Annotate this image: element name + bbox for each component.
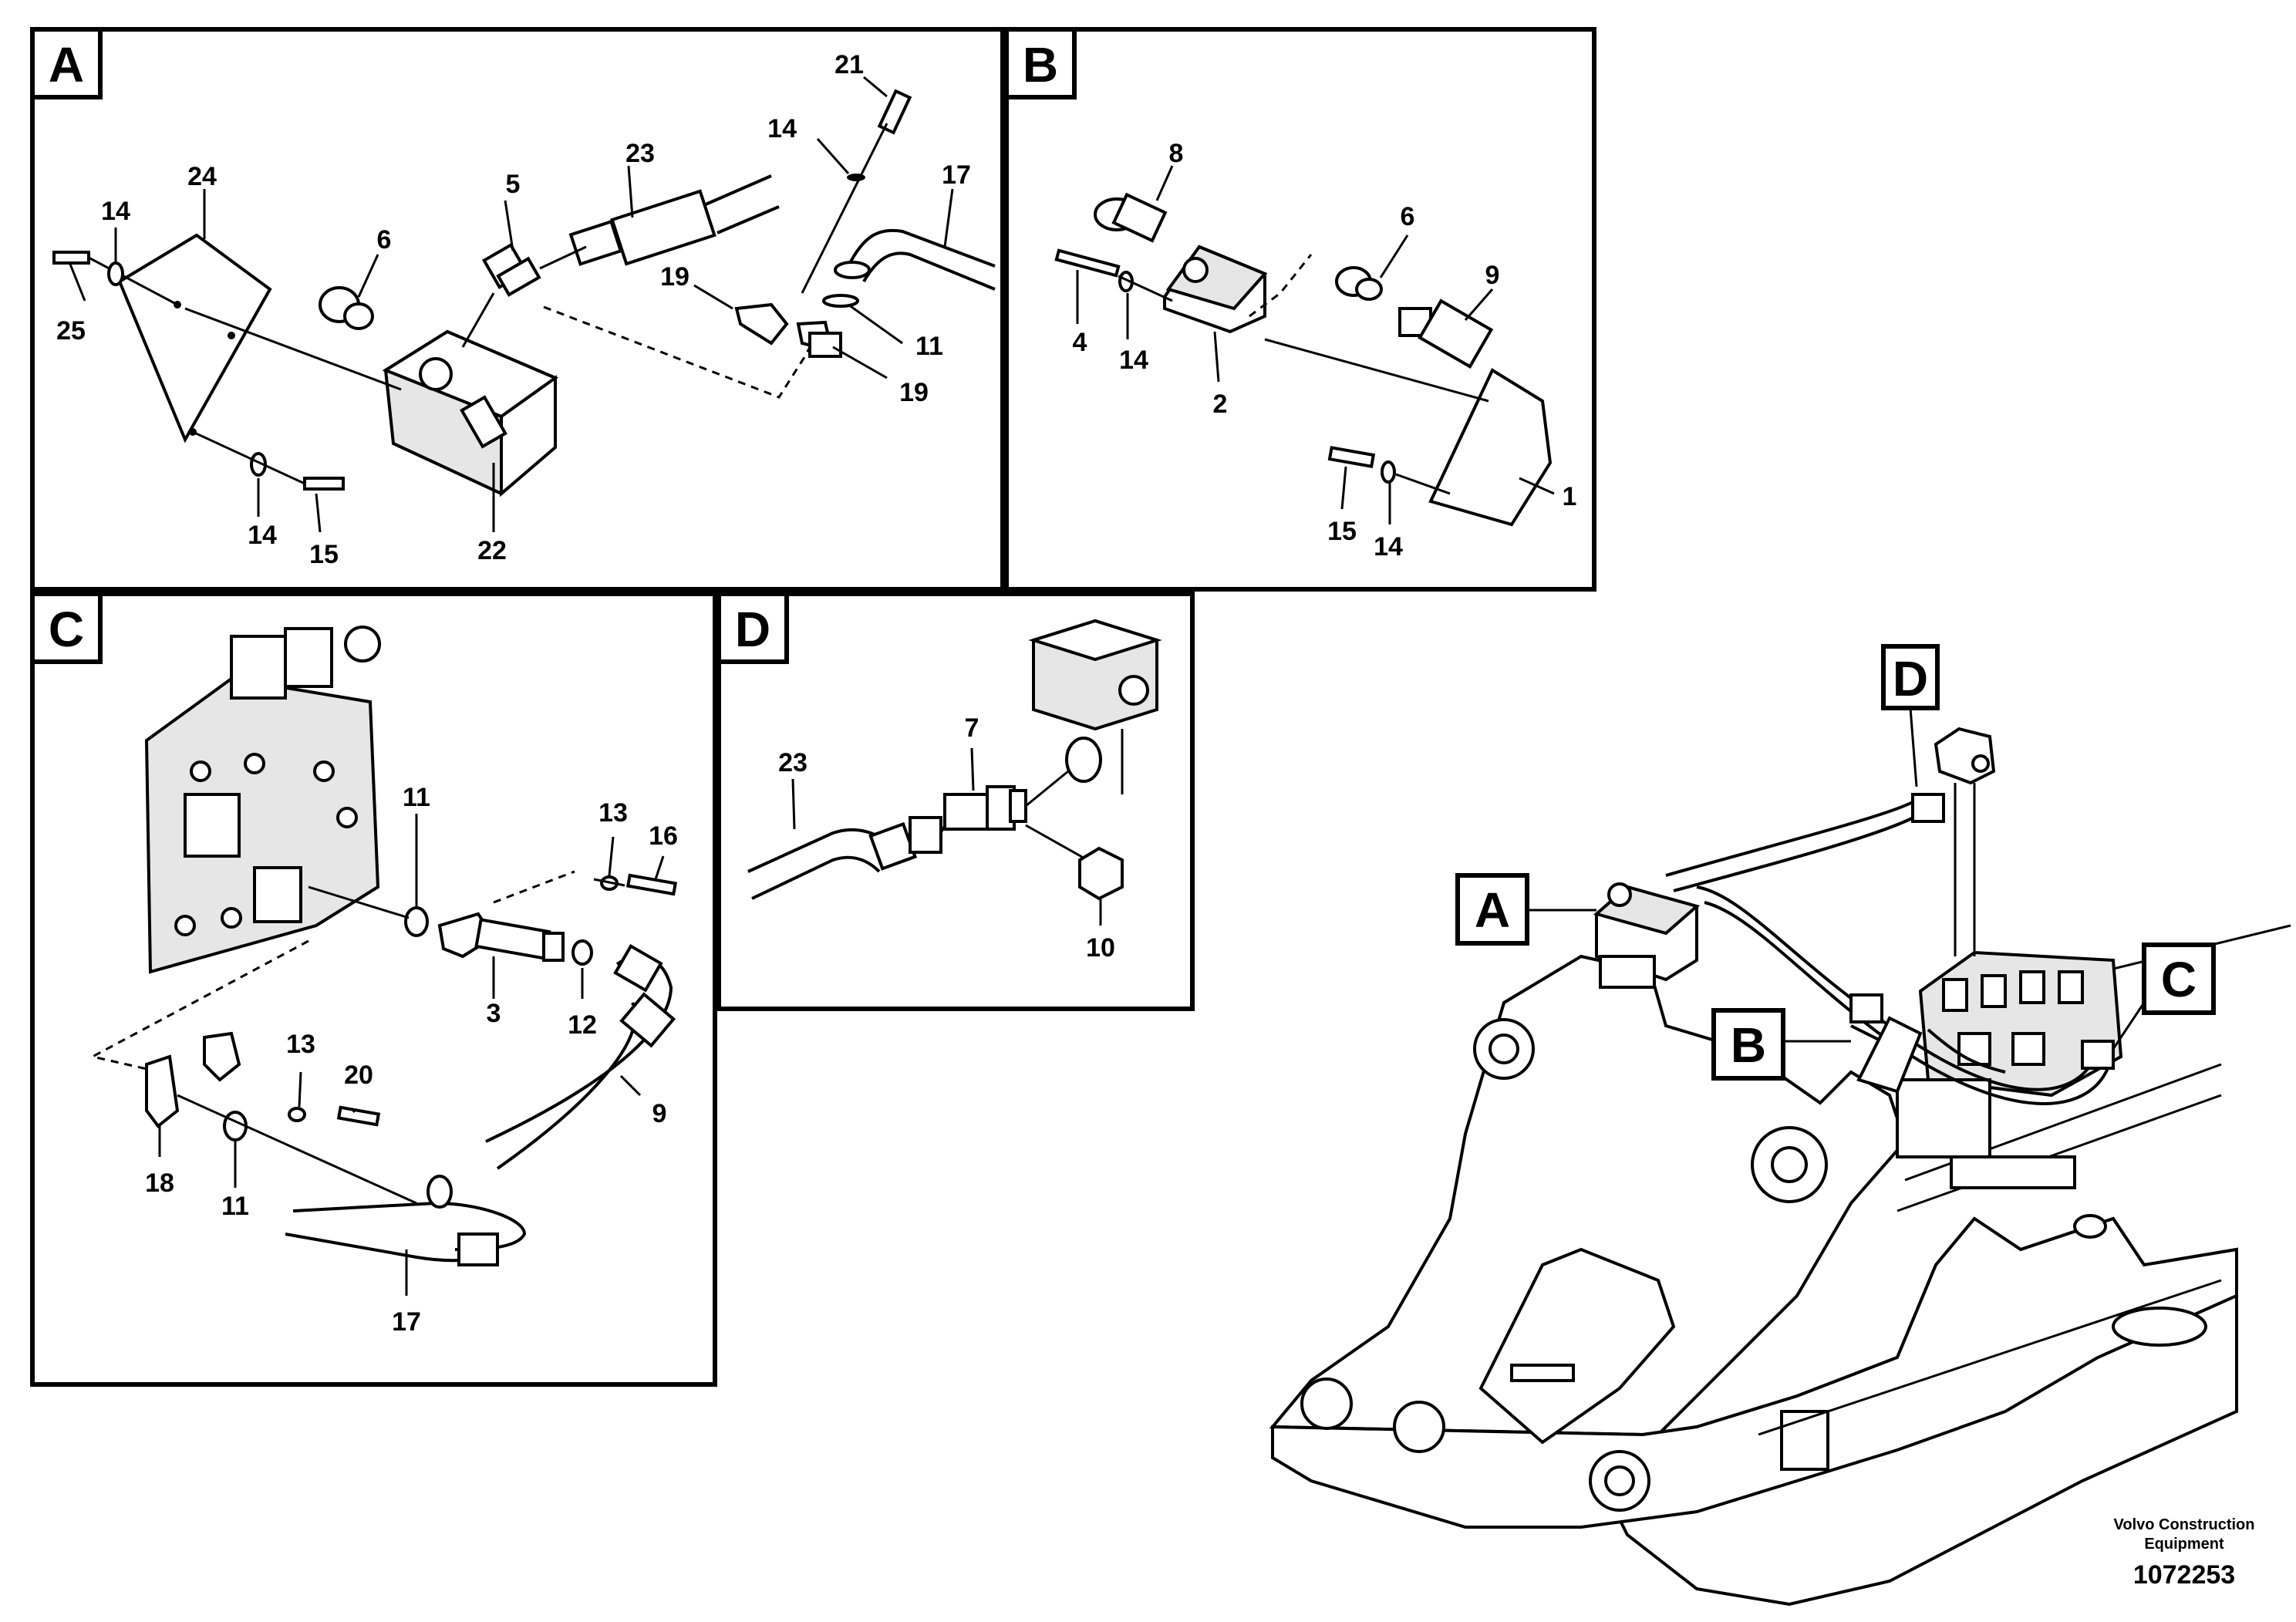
panel-c: C [30,592,717,1387]
panel-a-label: A [49,37,84,93]
callout-19: 19 [660,262,689,292]
callout-22: 22 [477,536,507,565]
callout-9b: 9 [652,1099,667,1128]
callout-14d: 14 [1119,346,1148,375]
callout-25: 25 [56,316,86,346]
panel-c-label: C [49,602,84,657]
valve-block-overview [1593,882,1701,989]
callout-24: 24 [187,162,217,191]
callout-14b: 14 [101,197,130,226]
block-2 [1163,244,1268,334]
clamp-19 [734,302,789,346]
hose-17b [285,1175,527,1266]
hose-9 [485,943,676,1170]
valve-block-d [1028,619,1162,731]
panel-a: A [30,27,1005,592]
footer-company-line1: Volvo Construction [2114,1516,2255,1533]
callout-1: 1 [1563,482,1577,511]
clamp-19b [796,320,842,358]
hose-17 [834,228,996,291]
callout-23: 23 [625,139,655,168]
screw-21 [801,89,912,294]
callout-11d: 11 [221,1192,249,1221]
bracket-b-overview [1856,1016,1923,1094]
screw-25 [52,251,178,306]
bracket-1 [1428,368,1553,527]
callout-13: 13 [598,798,628,828]
block-d-overview [1911,727,1996,956]
control-valve-overview [1896,950,2123,1189]
o-ring-11 [404,906,429,937]
bracket-plate [117,233,272,443]
elbow-fitting-5 [481,242,541,297]
split-flange-18 [145,1054,180,1128]
callout-21: 21 [834,50,864,79]
nut-10 [1078,846,1124,901]
callout-12: 12 [568,1010,597,1040]
callout-17b: 17 [392,1307,421,1337]
callout-14: 14 [767,114,797,143]
overview-tag-a: A [1455,873,1596,946]
figure-number: 1072253 [2133,1560,2235,1590]
upper-frame [1269,924,2291,1607]
svg-text:B: B [1731,1017,1766,1073]
overview-tag-d: D [1881,644,1940,787]
callout-11: 11 [915,332,943,361]
callout-15: 15 [309,540,339,569]
callout-3: 3 [487,999,501,1028]
fitting-9 [1398,298,1494,369]
flange-3 [437,912,565,962]
callout-5: 5 [506,170,521,199]
overview-tag-c: C [2112,943,2216,1050]
o-ring-11b [223,1111,248,1141]
callout-17: 17 [942,160,971,190]
callout-7: 7 [965,713,979,743]
callout-14c: 14 [248,521,277,550]
panel-b: B 8 6 9 4 [1004,27,1596,592]
control-valve [144,626,381,974]
callout-16: 16 [649,821,678,851]
svg-text:C: C [2161,952,2197,1007]
panel-c-tag-box [30,592,103,664]
callout-10: 10 [1086,933,1115,963]
callout-2: 2 [1213,389,1228,419]
callout-9: 9 [1485,261,1500,290]
adapter-8 [1094,192,1168,243]
valve-block [382,329,559,497]
callout-11c: 11 [403,783,430,812]
machine-overview: D A B C [1269,644,2291,1607]
hose-23 [568,174,780,266]
callout-18: 18 [145,1168,174,1198]
footer-company-line2: Equipment [2144,1536,2224,1553]
panel-d-label: D [735,602,770,657]
plug-6 [319,286,374,330]
panel-d-tag-box [716,592,789,664]
callout-20: 20 [344,1061,373,1090]
o-ring-12 [571,939,593,966]
callout-6b: 6 [1401,202,1415,231]
footer: Volvo Construction Equipment 1072253 [2114,1516,2255,1590]
panel-b-tag-box [1004,27,1077,99]
callout-19b: 19 [899,378,929,407]
plug-6b [1335,266,1383,301]
overview-tag-b: B [1711,1008,1851,1081]
callout-23b: 23 [778,748,807,777]
svg-text:A: A [1475,882,1510,938]
callout-4: 4 [1073,328,1087,357]
tee-7 [943,785,1027,831]
callout-14e: 14 [1374,532,1403,561]
split-flange-18b [203,1031,241,1082]
callout-13b: 13 [286,1030,315,1059]
panel-b-label: B [1023,37,1058,93]
screw-15 [303,477,345,491]
svg-text:D: D [1893,651,1928,706]
hose-23b [747,816,942,900]
callout-6: 6 [377,225,392,255]
panel-d: D 7 23 10 [716,592,1195,1011]
callout-15b: 15 [1327,517,1357,546]
callout-8: 8 [1169,139,1184,168]
panel-a-tag-box [30,27,103,99]
plug-d [1065,737,1102,783]
